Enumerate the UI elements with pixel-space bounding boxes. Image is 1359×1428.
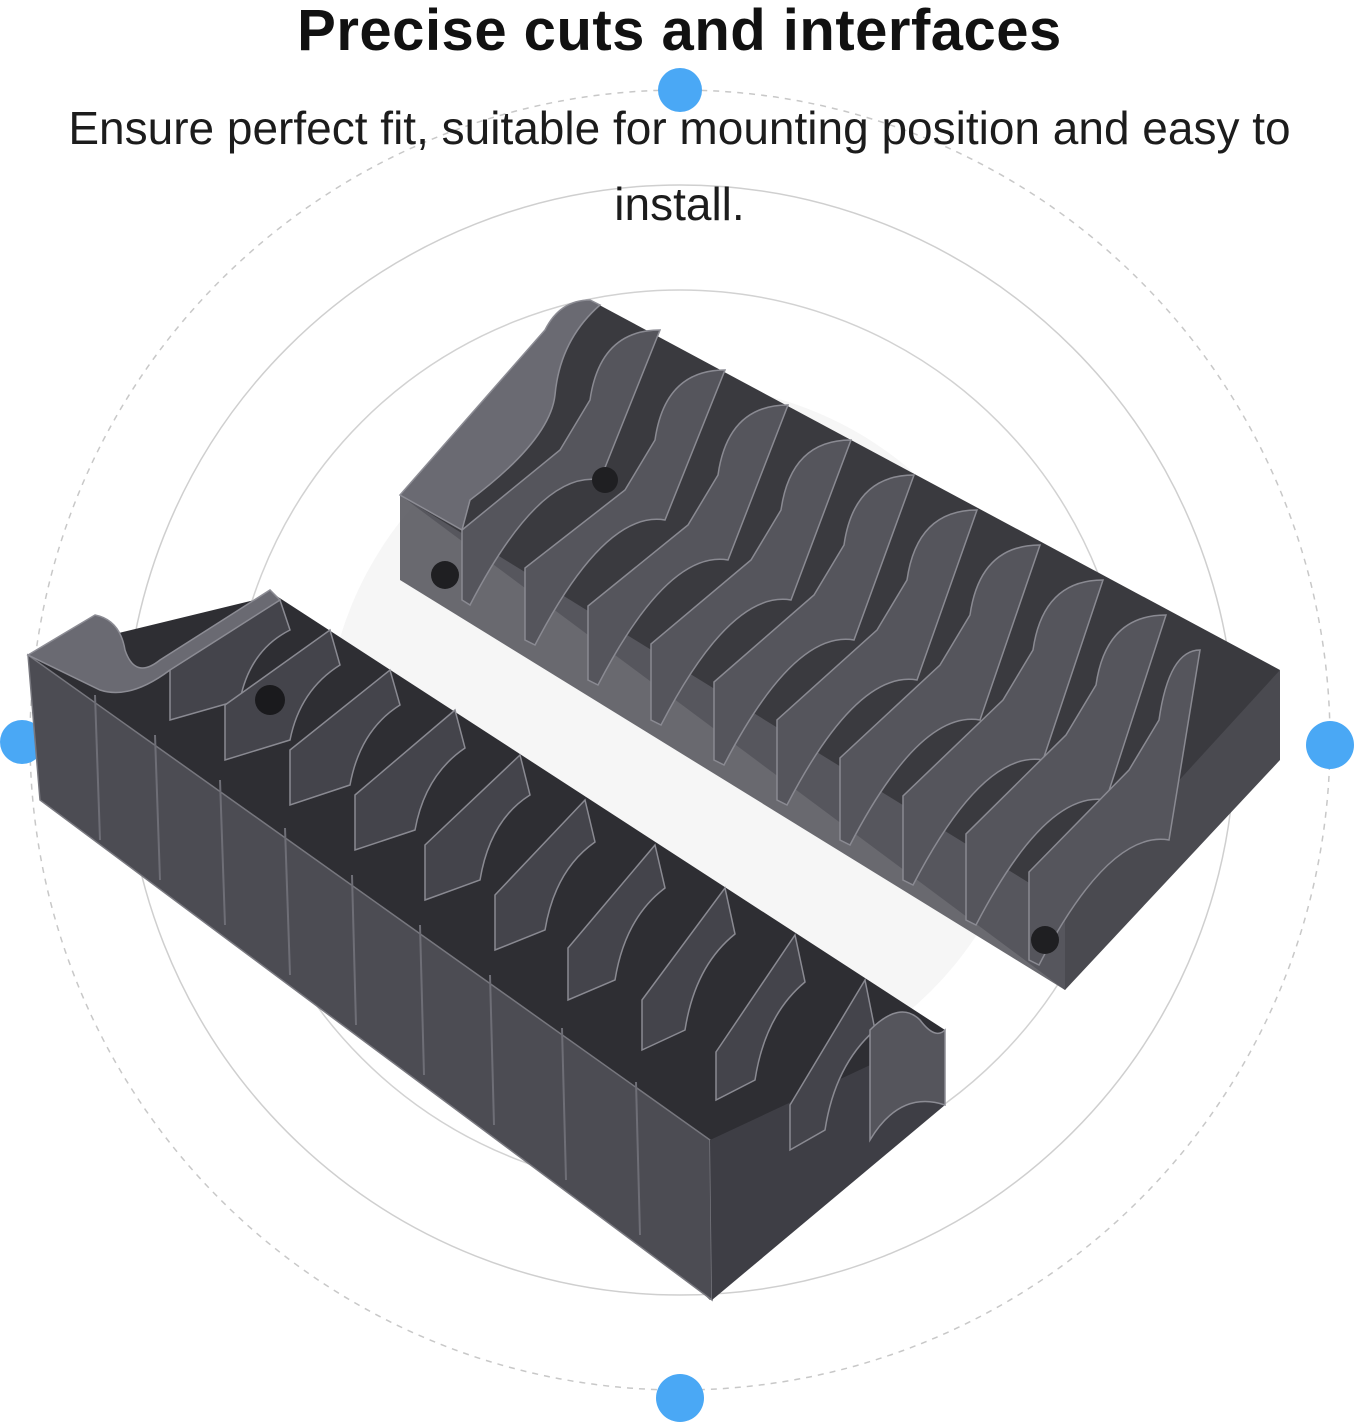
feature-description: Ensure perfect fit, suitable for mountin… — [68, 102, 1291, 230]
tray-back-divider — [1028, 649, 1201, 967]
tray-front-left-end — [26, 589, 282, 694]
dot-left — [0, 720, 44, 764]
tray-back-divider — [587, 404, 790, 687]
tray-front-panel-lines — [94, 694, 641, 1236]
tray-front-divider — [641, 886, 736, 1052]
tray-back-divider — [650, 439, 853, 727]
mounting-hole — [1031, 926, 1059, 954]
tray-front-divider — [289, 668, 401, 807]
tray-front-floor — [28, 595, 945, 1300]
tray-front-divider — [494, 798, 596, 952]
dot-bottom — [656, 1374, 704, 1422]
tray-back-end-wall — [1065, 670, 1280, 990]
tray-front-right-lip — [869, 1011, 946, 1143]
tray-back-rear-wall — [398, 299, 602, 532]
tray-back-divider — [839, 544, 1042, 847]
mounting-hole — [255, 685, 285, 715]
tray-back-divider — [713, 474, 916, 767]
tray-front-divider — [354, 708, 466, 852]
tray-back-floor — [400, 300, 1280, 990]
dot-right — [1306, 721, 1354, 769]
tray-back-divider — [524, 369, 727, 647]
product-tray-front — [26, 589, 946, 1302]
tray-back-divider — [776, 509, 979, 807]
tray-front-divider — [567, 843, 666, 1002]
dot-top — [658, 68, 702, 112]
tray-front-divider — [424, 753, 531, 902]
page-title: Precise cuts and interfaces — [297, 0, 1062, 63]
tray-back-divider — [902, 579, 1105, 887]
mounting-hole — [592, 467, 618, 493]
tray-front-divider — [715, 933, 806, 1102]
mounting-hole — [431, 561, 459, 589]
product-tray-back — [398, 299, 1280, 990]
accent-dots — [0, 68, 1354, 1422]
tray-back-dividers — [461, 329, 1201, 967]
